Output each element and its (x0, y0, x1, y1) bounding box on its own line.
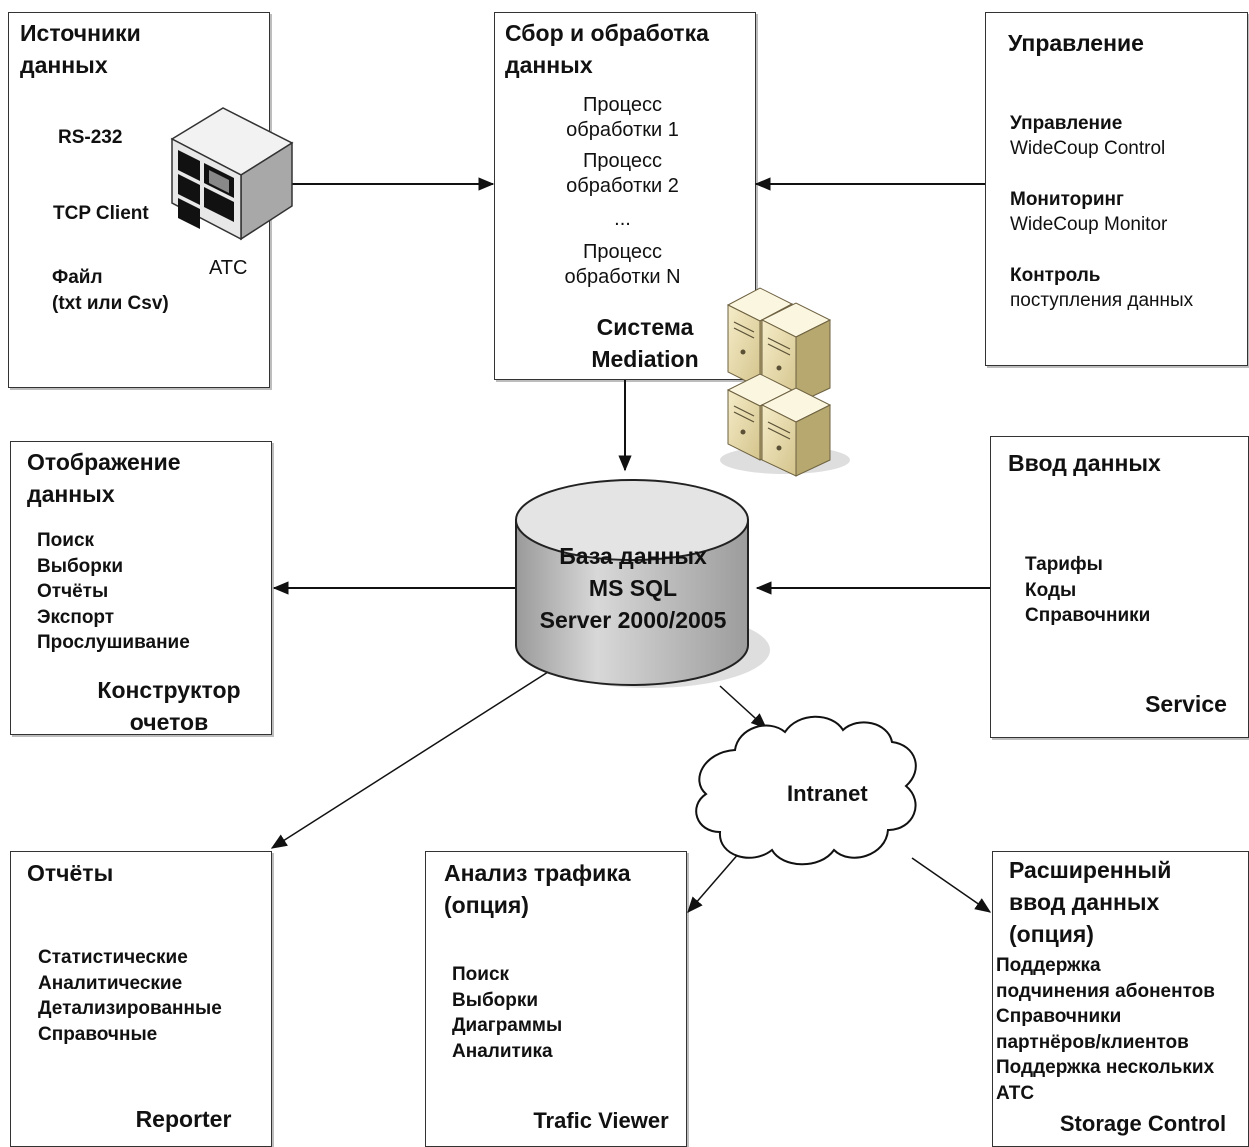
process-item: ... (614, 208, 631, 230)
input-item: Коды (1025, 579, 1077, 601)
atc-switch-icon (170, 107, 294, 241)
traffic-item: Аналитика (452, 1040, 553, 1062)
traffic-item: Выборки (452, 989, 539, 1011)
traffic-footer: Trafic Viewer (533, 1108, 669, 1133)
display-title-line: Отображение (27, 449, 181, 475)
traffic-item: Диаграммы (452, 1015, 563, 1036)
extended-footer: Storage Control (1059, 1111, 1227, 1136)
management-title: Управление (1008, 30, 1144, 56)
management-item-name: Мониторинг (1010, 189, 1124, 210)
input-item: Справочники (1025, 605, 1151, 626)
traffic-title-line: (опция) (444, 892, 529, 918)
process-item: обработки N (564, 266, 681, 288)
mediation-title-line: данных (505, 52, 593, 78)
sources-item-line: Файл (52, 267, 103, 288)
database-label-line: Server 2000/2005 (539, 607, 727, 633)
display-box: Отображение данных Поиск Выборки Отчёты … (10, 441, 272, 735)
intranet-cloud-icon (695, 715, 917, 866)
display-item: Выборки (37, 555, 124, 577)
sources-title-line: данных (20, 52, 108, 78)
input-footer: Service (1145, 691, 1227, 717)
input-box: Ввод данных Тарифы Коды Справочники Serv… (990, 436, 1249, 738)
traffic-box: Анализ трафика (опция) Поиск Выборки Диа… (425, 851, 687, 1147)
extended-item: Поддержка (996, 955, 1101, 976)
server-rack-icon (720, 287, 850, 477)
extended-box: Расширенный ввод данных (опция) Поддержк… (992, 851, 1249, 1147)
extended-item: АТС (996, 1082, 1035, 1104)
mediation-footer-line: Mediation (591, 346, 699, 372)
intranet-label: Intranet (787, 781, 868, 806)
database-icon (515, 479, 770, 688)
arrow-intranet-to-extended (911, 857, 992, 913)
sources-item: RS-232 (58, 127, 123, 148)
database-label-line: MS SQL (588, 575, 678, 601)
management-item-sub: поступления данных (1010, 290, 1194, 311)
display-item: Экспорт (37, 606, 115, 628)
reports-title: Отчёты (27, 860, 114, 886)
traffic-list: Поиск Выборки Диаграммы Аналитика (452, 962, 562, 1064)
mediation-box: Сбор и обработка данных Процесс обработк… (494, 12, 756, 380)
database-label: База данных MS SQL Server 2000/2005 (517, 540, 749, 636)
reports-item: Статистические (38, 947, 188, 968)
management-item-sub: WideCoup Control (1010, 138, 1166, 159)
reports-item: Аналитические (38, 972, 183, 994)
input-list: Тарифы Коды Справочники (1025, 552, 1150, 629)
traffic-title-line: Анализ трафика (444, 860, 631, 886)
display-footer-line: очетов (129, 709, 209, 735)
process-item: Процесс (583, 94, 662, 116)
display-item: Прослушивание (37, 632, 190, 653)
reports-list: Статистические Аналитические Детализиров… (38, 945, 222, 1047)
traffic-item: Поиск (452, 964, 510, 985)
sources-item: TCP Client (53, 203, 149, 224)
management-box: Управление Управление WideCoup Control М… (985, 12, 1248, 366)
mediation-footer-line: Система (596, 314, 694, 340)
sources-title: Источники данных (20, 17, 141, 81)
traffic-title: Анализ трафика (опция) (444, 857, 631, 921)
input-item: Тарифы (1025, 554, 1103, 575)
process-list: Процесс обработки 1 Процесс обработки 2 … (535, 93, 710, 290)
arrow-database-to-intranet (719, 685, 767, 729)
management-list: Управление WideCoup Control Мониторинг W… (1010, 111, 1193, 339)
display-footer: Конструктор очетов (75, 674, 263, 738)
reports-box: Отчёты Статистические Аналитические Дета… (10, 851, 272, 1147)
management-item-name: Управление (1010, 113, 1123, 134)
sources-item-line: (txt или Csv) (52, 292, 169, 314)
extended-title-line: ввод данных (1009, 889, 1160, 915)
management-item-name: Контроль (1010, 265, 1101, 286)
arrow-intranet-to-traffic (687, 851, 741, 914)
extended-list: Поддержка подчинения абонентов Справочни… (996, 953, 1215, 1106)
database-label-line: База данных (559, 543, 707, 569)
process-item: Процесс (583, 150, 662, 172)
sources-item: Файл (txt или Csv) (52, 265, 169, 316)
extended-item: Справочники (996, 1006, 1122, 1027)
display-footer-line: Конструктор (97, 677, 241, 703)
mediation-title-line: Сбор и обработка (505, 20, 709, 46)
display-item: Поиск (37, 530, 95, 551)
extended-title: Расширенный ввод данных (опция) (1009, 854, 1171, 950)
process-item: обработки 2 (566, 175, 679, 197)
input-title: Ввод данных (1008, 450, 1161, 476)
reports-footer: Reporter (135, 1106, 232, 1132)
process-item: Процесс (583, 241, 662, 263)
display-item: Отчёты (37, 581, 109, 602)
arrow-database-to-reports (270, 671, 549, 849)
management-item-sub: WideCoup Monitor (1010, 214, 1168, 235)
process-item: обработки 1 (566, 119, 679, 141)
mediation-title: Сбор и обработка данных (505, 17, 709, 81)
display-title: Отображение данных (27, 446, 181, 510)
extended-item: Поддержка нескольких (996, 1057, 1215, 1078)
mediation-footer: Система Mediation (565, 311, 725, 375)
display-title-line: данных (27, 481, 115, 507)
display-list: Поиск Выборки Отчёты Экспорт Прослушиван… (37, 528, 190, 656)
reports-item: Детализированные (38, 998, 222, 1019)
sources-title-line: Источники (20, 20, 141, 46)
reports-item: Справочные (38, 1023, 158, 1045)
extended-item: подчинения абонентов (996, 980, 1215, 1002)
extended-title-line: Расширенный (1009, 857, 1172, 883)
atc-label: АТС (209, 257, 248, 279)
extended-title-line: (опция) (1009, 921, 1094, 947)
extended-item: партнёров/клиентов (996, 1031, 1189, 1053)
